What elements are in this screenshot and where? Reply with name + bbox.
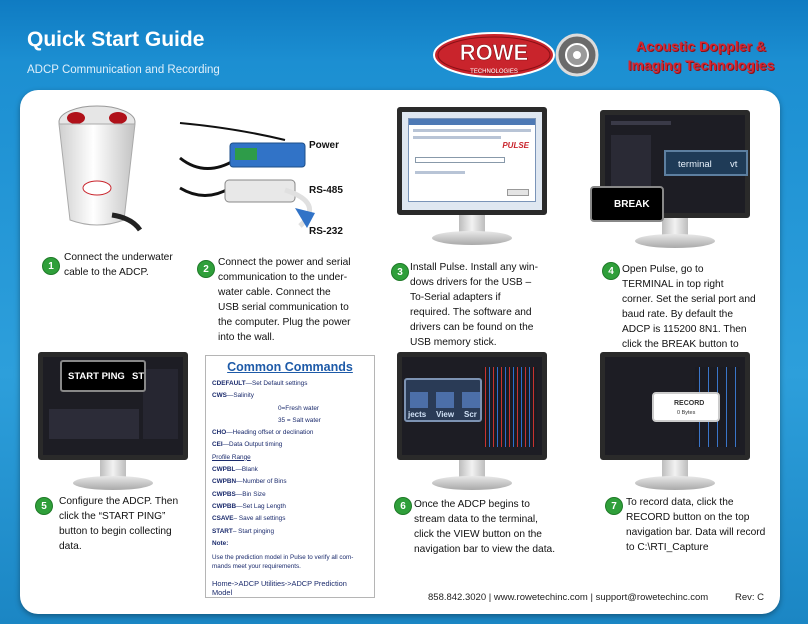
step-6-badge: 6 (394, 497, 412, 515)
projects-icon (410, 392, 428, 408)
start-ping-label: START PING (68, 371, 125, 382)
command-line: CWPBN—Number of Bins (212, 478, 287, 486)
page-subtitle: ADCP Communication and Recording (27, 64, 220, 76)
power-label: Power (309, 140, 340, 151)
logo-text: ROWE (460, 40, 528, 65)
rs232-label: RS-232 (309, 226, 343, 237)
command-line: CHO—Heading offset or declination (212, 429, 314, 437)
step-2-text: Connect the power and serial communicati… (218, 257, 351, 343)
terminal-tab-label: terminal (678, 159, 712, 170)
step-4-badge: 4 (602, 262, 620, 280)
projects-label: jects (408, 410, 427, 419)
prediction-model-path: Home->ADCP Utilities->ADCP Prediction Mo… (212, 579, 347, 598)
screen-label: Scr (464, 410, 477, 419)
command-line: START– Start pinging (212, 527, 275, 535)
record-label: RECORD (674, 400, 705, 407)
installer-screen: PULSE (397, 107, 547, 215)
command-line: CWPBL—Blank (212, 466, 258, 474)
step-3-text: Install Pulse. Install any win-dows driv… (410, 262, 538, 348)
view-button-callout[interactable]: jects View Scr (404, 378, 482, 422)
break-button-label: BREAK (614, 199, 650, 210)
contact-info: 858.842.3020 | www.rowetechinc.com | sup… (428, 592, 709, 603)
rowe-logo: ROWE TECHNOLOGIES (433, 32, 599, 78)
command-line: 0=Fresh water (278, 404, 320, 412)
step-6-text: Once the ADCP begins to stream data to t… (414, 499, 556, 555)
command-line: 35 = Salt water (278, 416, 321, 424)
step-7-badge: 7 (605, 497, 623, 515)
view-icon (436, 392, 454, 408)
command-line: Profile Range (212, 453, 251, 461)
command-line: Note: (212, 539, 229, 547)
tagline-line1: Acoustic Doppler & (636, 38, 766, 54)
start-ping-next-label: ST (132, 371, 145, 382)
step-2-badge: 2 (197, 260, 215, 278)
rs485-label: RS-485 (309, 185, 343, 196)
step-3-badge: 3 (391, 263, 409, 281)
page-title: Quick Start Guide (27, 28, 205, 51)
common-commands-title: Common Commands (227, 360, 353, 374)
common-commands-box: Common Commands CDEFAULT—Set Default set… (205, 355, 375, 598)
revision-label: Rev: C (735, 592, 765, 603)
step-5-text: Configure the ADCP. Then click the “STAR… (59, 496, 179, 552)
pulse-brand: PULSE (502, 141, 529, 150)
record-bytes: 0 Bytes (677, 410, 696, 416)
step-5-badge: 5 (35, 497, 53, 515)
step-3-monitor: PULSE (397, 107, 547, 247)
vt-tab-label: vt (730, 159, 738, 170)
screen-icon (462, 392, 480, 408)
cables-image (179, 122, 315, 228)
tagline: Acoustic Doppler & Imaging Technologies (616, 37, 786, 75)
step-1-badge: 1 (42, 257, 60, 275)
command-line: CWS—Salinity (212, 392, 254, 400)
terminal-tab-callout[interactable]: terminal vt (664, 150, 748, 176)
step-1-text: Connect the underwater cable to the ADCP… (64, 252, 173, 278)
start-ping-callout[interactable]: START PING ST (60, 360, 146, 392)
step-7-monitor (600, 352, 750, 492)
command-line: CWPBB—Set Lag Length (212, 502, 286, 510)
installer-dialog: PULSE (408, 118, 536, 202)
adcp-device-image (58, 105, 142, 232)
commands-note: Use the prediction model in Pulse to ver… (212, 554, 354, 571)
step-4-monitor (600, 110, 750, 250)
step-6-monitor (397, 352, 547, 492)
command-line: CEI—Data Output timing (212, 441, 283, 449)
common-commands-list: CDEFAULT—Set Default settings CWS—Salini… (212, 378, 368, 550)
command-line: CSAVE– Save all settings (212, 515, 286, 523)
tagline-line2: Imaging Technologies (627, 57, 775, 73)
view-label: View (436, 410, 455, 419)
command-line: CDEFAULT—Set Default settings (212, 380, 308, 387)
step-7-text: To record data, click the RECORD button … (626, 497, 766, 553)
record-button-callout[interactable]: RECORD 0 Bytes (652, 392, 720, 422)
logo-subtext: TECHNOLOGIES (470, 69, 518, 75)
break-button-callout[interactable]: BREAK (590, 186, 664, 222)
command-line: CWPBS—Bin Size (212, 490, 266, 498)
